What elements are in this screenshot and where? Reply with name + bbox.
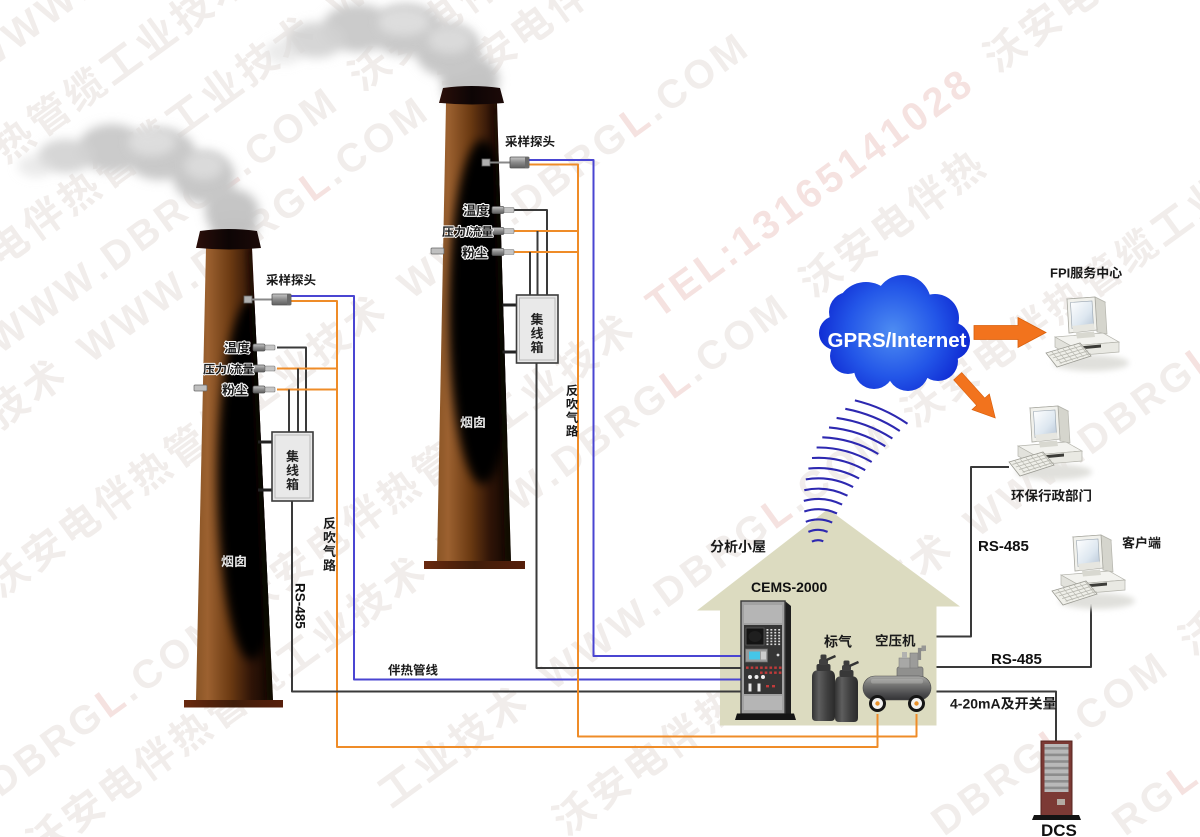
svg-text:RS-485: RS-485 bbox=[991, 651, 1042, 668]
svg-text:RS-485: RS-485 bbox=[293, 583, 308, 629]
svg-text:CEMS-2000: CEMS-2000 bbox=[751, 579, 827, 595]
svg-text:D: D bbox=[74, 0, 123, 1]
svg-text:FPI: FPI bbox=[1050, 266, 1070, 281]
svg-text:4-20mA: 4-20mA bbox=[950, 696, 1001, 712]
svg-text:RS-485: RS-485 bbox=[978, 538, 1029, 555]
svg-text:/: / bbox=[466, 225, 470, 239]
svg-text:/: / bbox=[227, 363, 231, 377]
svg-text:W: W bbox=[353, 0, 410, 4]
svg-text:/: / bbox=[466, 225, 470, 239]
svg-text:/: / bbox=[227, 363, 231, 377]
svg-text:GPRS/Internet: GPRS/Internet bbox=[828, 329, 967, 352]
svg-text:DCS: DCS bbox=[1041, 821, 1077, 837]
